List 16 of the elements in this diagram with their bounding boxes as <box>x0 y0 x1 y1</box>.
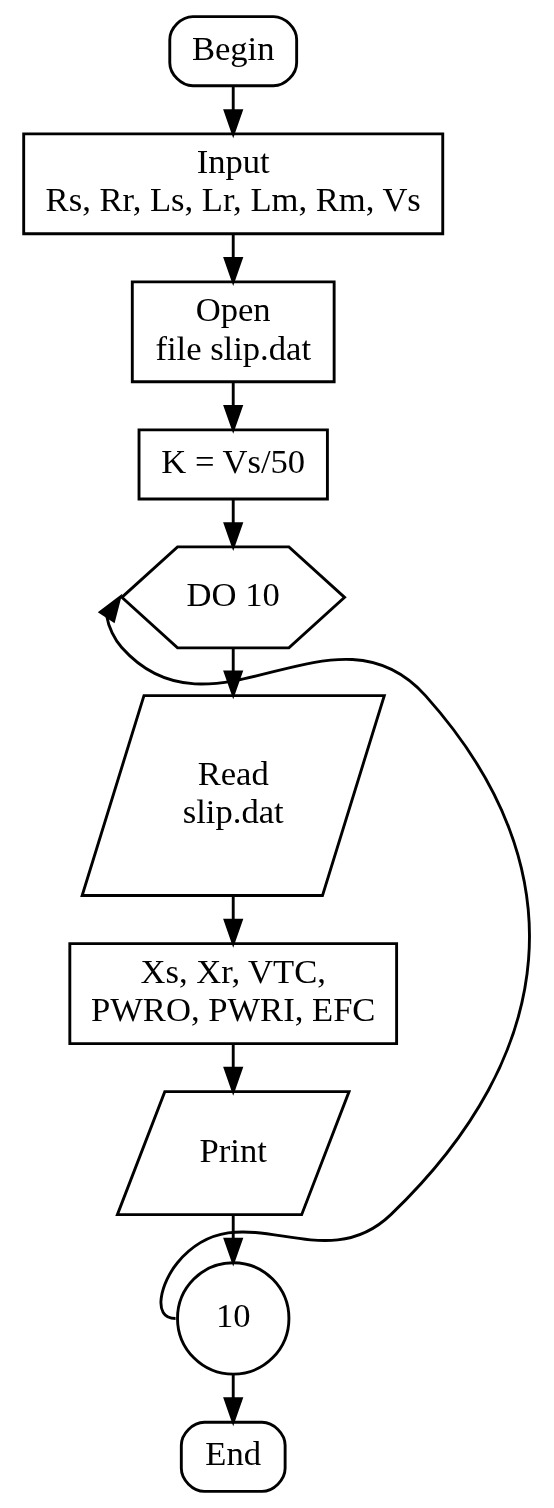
arrow <box>223 647 244 700</box>
arrow <box>223 382 244 434</box>
arrow <box>223 86 244 139</box>
node-box: Open file slip.dat <box>130 280 336 384</box>
arrow <box>223 1043 244 1096</box>
node-box: Begin <box>168 15 299 88</box>
node-box: Xs, Xr, VTC, PWRO, PWRI, EFC <box>68 942 399 1045</box>
node-box: End <box>179 1420 287 1493</box>
node-box: K = Vs/50 <box>137 428 329 501</box>
node-box: Input Rs, Rr, Ls, Lr, Lm, Rm, Vs <box>22 132 445 236</box>
node-circle: 10 <box>176 1261 291 1376</box>
arrow <box>223 895 244 948</box>
arrow <box>223 1215 244 1267</box>
arrow <box>223 499 244 552</box>
arrow <box>223 234 244 286</box>
arrow <box>223 1374 244 1427</box>
